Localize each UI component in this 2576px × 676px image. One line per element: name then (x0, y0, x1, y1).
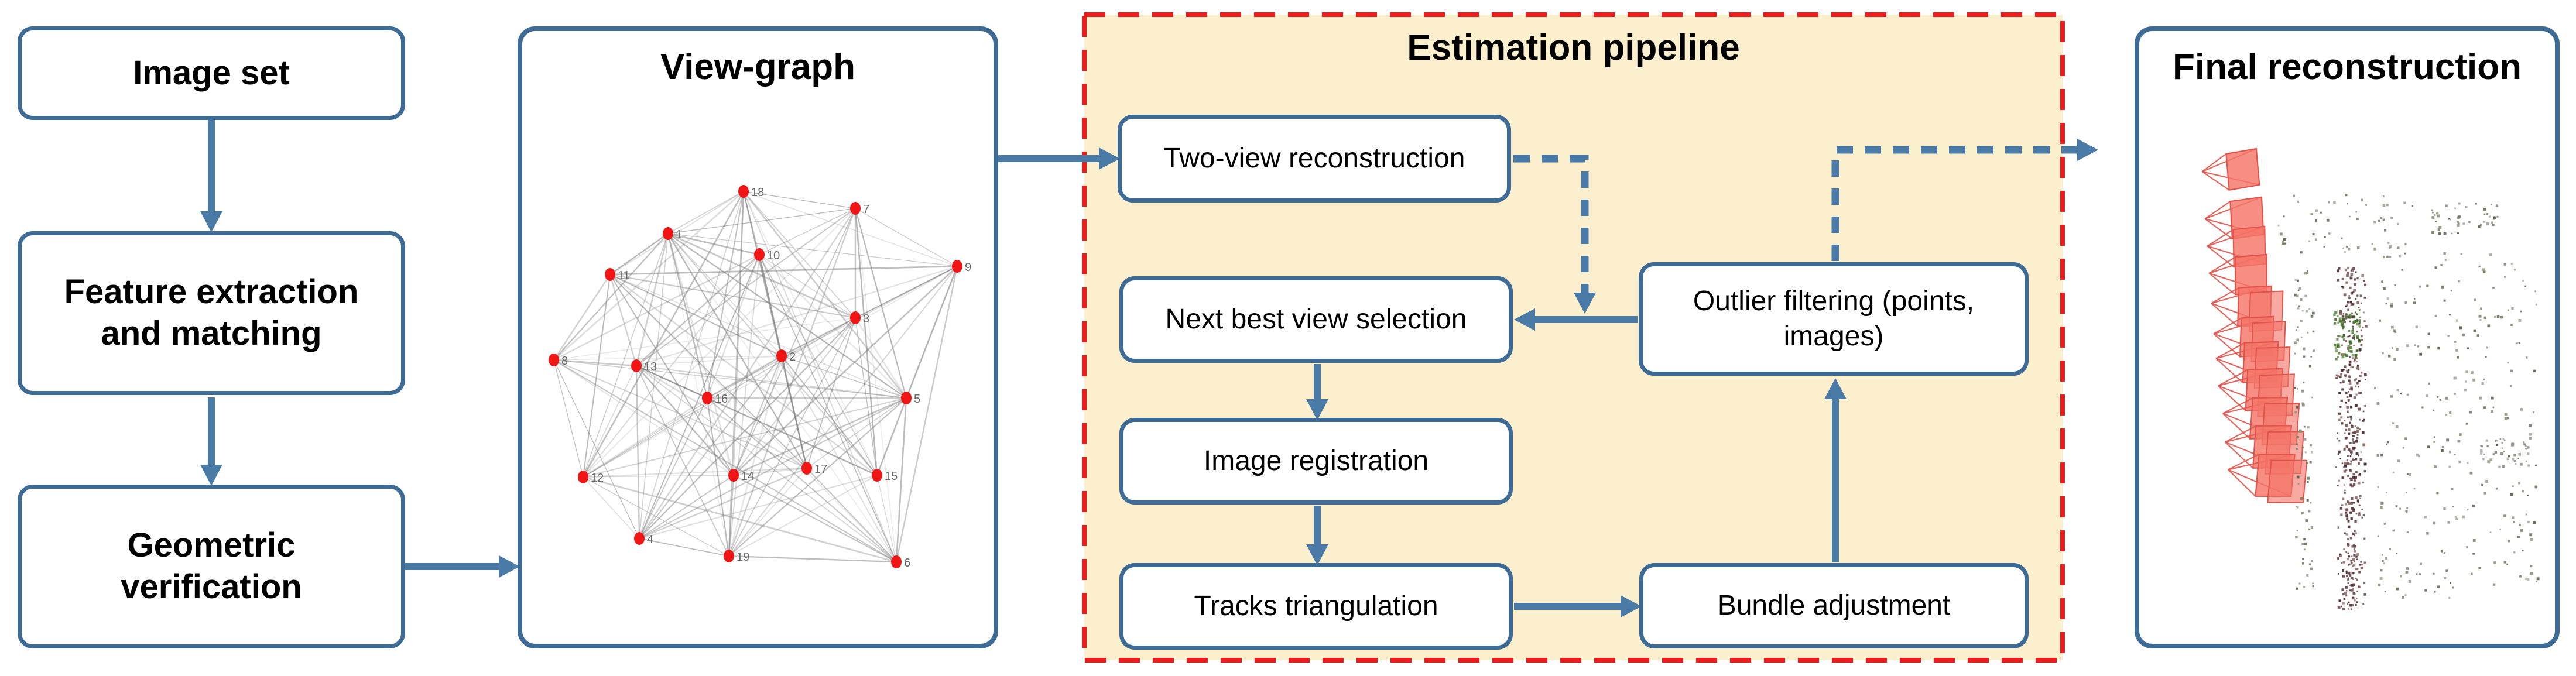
tracks-triangulation-box: Tracks triangulation (1119, 563, 1513, 650)
outlier-filtering-label: Outlier filtering (points, images) (1693, 286, 1975, 352)
feature-extraction-box: Feature extraction and matching (18, 231, 405, 395)
view-graph-box: View-graph (518, 26, 998, 648)
image-set-label: Image set (133, 53, 290, 92)
arrowhead (1621, 595, 1642, 617)
bundle-adjustment-box: Bundle adjustment (1639, 563, 2029, 648)
estimation-pipeline-title: Estimation pipeline (1407, 28, 1740, 68)
outlier-filtering-box: Outlier filtering (points, images) (1639, 262, 2029, 376)
geometric-verification-box: Geometric verification (18, 485, 405, 648)
feature-extraction-label: Feature extraction and matching (64, 273, 359, 352)
image-set-box: Image set (18, 26, 405, 120)
final-reconstruction-title: Final reconstruction (2173, 47, 2522, 87)
final-reconstruction-box: Final reconstruction (2135, 26, 2560, 648)
view-graph-title: View-graph (660, 47, 856, 87)
tracks-triangulation-label: Tracks triangulation (1194, 591, 1438, 622)
arrowhead (1824, 378, 1847, 399)
arrowhead (1514, 308, 1535, 331)
arrowhead (499, 555, 520, 578)
bundle-adjustment-label: Bundle adjustment (1717, 590, 1951, 621)
two-view-reconstruction-box: Two-view reconstruction (1118, 115, 1511, 203)
arrowhead (2077, 139, 2098, 161)
arrowhead (200, 211, 222, 232)
geometric-verification-label: Geometric verification (121, 526, 302, 606)
arrowhead (1306, 399, 1328, 420)
next-best-view-selection-box: Next best view selection (1119, 276, 1513, 363)
arrowhead (1099, 147, 1120, 170)
next-best-view-selection-label: Next best view selection (1165, 304, 1467, 335)
image-registration-label: Image registration (1203, 445, 1429, 476)
arrowhead (200, 465, 222, 486)
arrowhead (1574, 293, 1596, 314)
arrowhead (1306, 544, 1328, 565)
two-view-reconstruction-label: Two-view reconstruction (1163, 143, 1465, 174)
image-registration-box: Image registration (1119, 418, 1513, 505)
